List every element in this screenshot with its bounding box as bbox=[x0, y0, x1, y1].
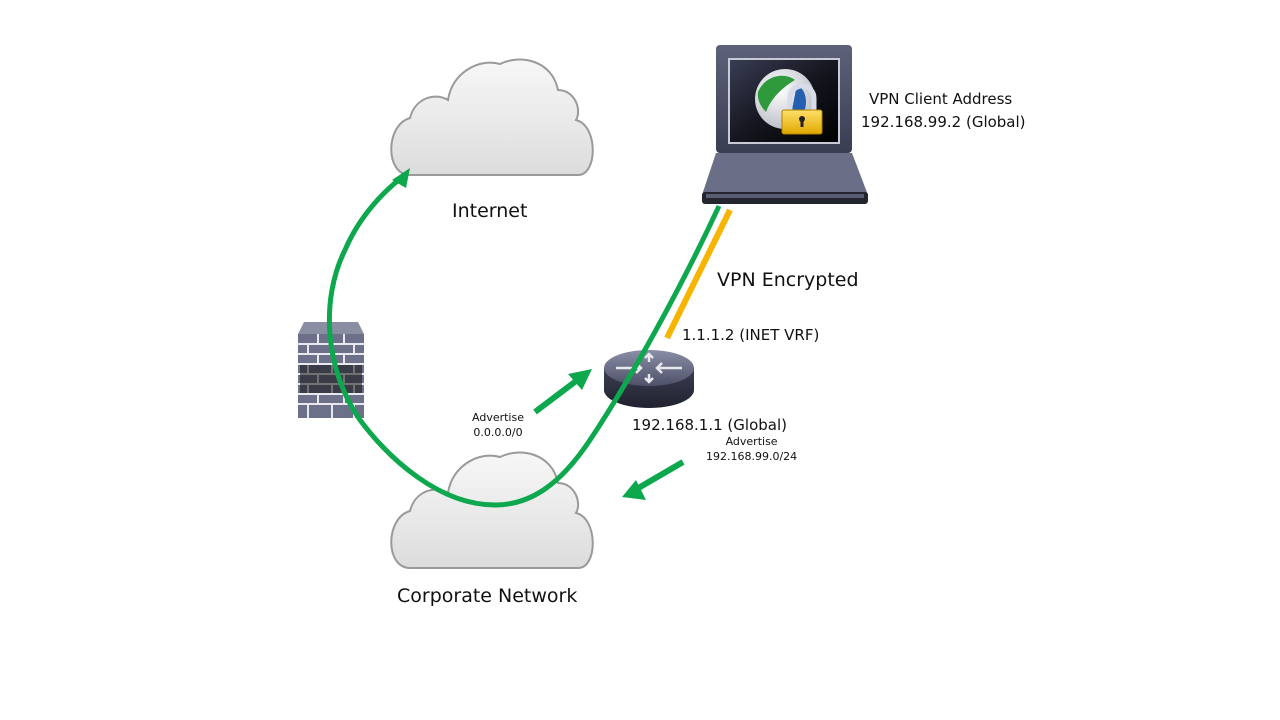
router-global-address: 192.168.1.1 (Global) bbox=[632, 416, 787, 434]
traffic-path-curve bbox=[326, 173, 722, 508]
advertise-default-arrowhead-icon bbox=[568, 369, 592, 390]
vpn-client-label: VPN Client Address bbox=[869, 90, 1013, 108]
vpn-encrypted-label: VPN Encrypted bbox=[717, 269, 859, 291]
advertise-default-prefix: 0.0.0.0/0 bbox=[473, 426, 523, 439]
advertise-client-arrow bbox=[633, 459, 685, 493]
advertise-default-label: Advertise 0.0.0.0/0 bbox=[472, 410, 524, 440]
advertise-client-arrowhead-icon bbox=[622, 480, 646, 500]
advertise-client-prefix: 192.168.99.0/24 bbox=[706, 450, 798, 463]
vpn-client-laptop-icon bbox=[702, 45, 868, 204]
internet-label: Internet bbox=[452, 200, 528, 222]
vpn-lock-icon bbox=[755, 69, 823, 135]
corporate-cloud-icon bbox=[390, 451, 594, 569]
vpn-tunnel-line bbox=[664, 208, 733, 340]
advertise-default-arrow bbox=[533, 375, 582, 415]
advertise-default-title: Advertise bbox=[472, 411, 524, 424]
advertise-client-title: Advertise bbox=[725, 435, 778, 448]
internet-cloud-icon bbox=[390, 58, 594, 176]
vpn-client-address: 192.168.99.2 (Global) bbox=[861, 113, 1026, 131]
corporate-network-label: Corporate Network bbox=[397, 585, 578, 607]
router-inet-address: 1.1.1.2 (INET VRF) bbox=[682, 326, 820, 344]
advertise-client-label: Advertise 192.168.99.0/24 bbox=[706, 434, 797, 464]
internet-arrowhead-icon bbox=[392, 168, 410, 188]
